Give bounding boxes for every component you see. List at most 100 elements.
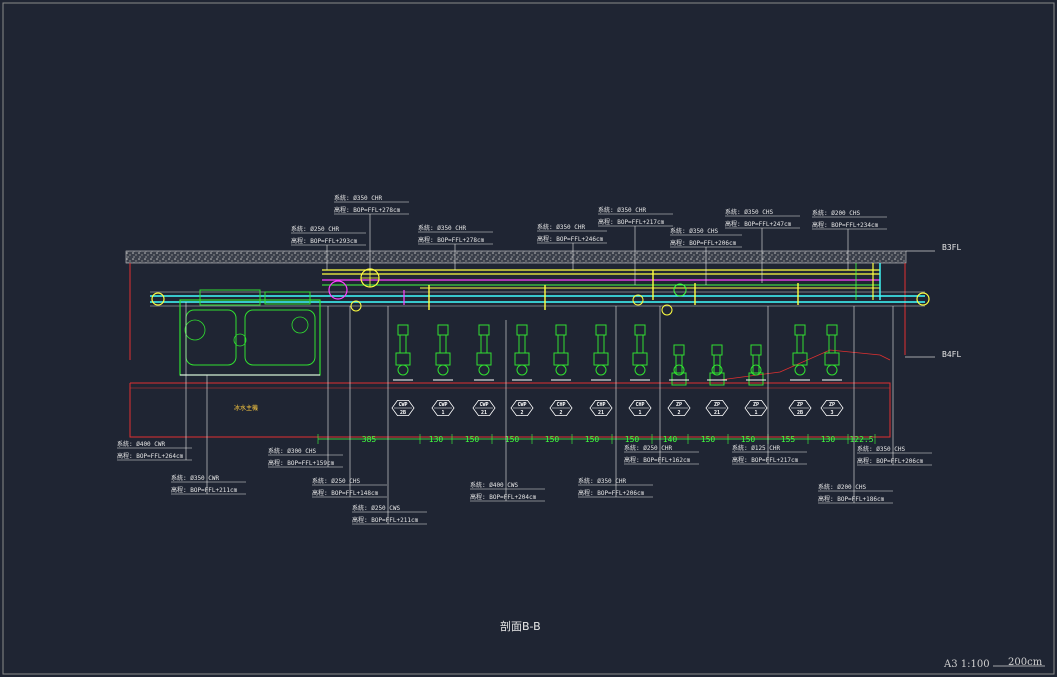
pump-tag-name: ZP xyxy=(829,402,835,408)
pump-unit xyxy=(591,324,611,381)
pump-unit xyxy=(474,324,494,381)
pump-tag-name: ZP xyxy=(753,402,759,408)
pump-tag-number: 2B xyxy=(797,410,803,416)
callout-system: 系統: Ø350 CWR xyxy=(171,474,220,482)
callout-elevation: 高程: BOP=FFL+234cm xyxy=(812,221,879,229)
pipe-callout: 系統: Ø350 CHR 高程: BOP=FFL+217cm xyxy=(598,206,673,285)
pump-unit xyxy=(669,344,689,386)
pump-tag-name: ZP xyxy=(676,402,682,408)
callout-elevation: 高程: BOP=FFL+264cm xyxy=(117,452,184,460)
pump-tag-name: ZP xyxy=(714,402,720,408)
pump-tag-name: ZP xyxy=(797,402,803,408)
callout-elevation: 高程: BOP=FFL+204cm xyxy=(470,493,537,501)
callout-elevation: 高程: BOP=FFL+217cm xyxy=(598,218,665,226)
callout-elevation: 高程: BOP=FFL+162cm xyxy=(624,456,691,464)
pipe-callout: 系統: Ø350 CWR 高程: BOP=FFL+211cm xyxy=(171,375,246,495)
callout-elevation: 高程: BOP=FFL+211cm xyxy=(171,486,238,494)
dimension-value: 122.5 xyxy=(849,435,873,444)
pipe-callout: 系統: Ø350 CHR 高程: BOP=FFL+246cm xyxy=(537,223,607,270)
pipe-callout: 系統: Ø350 CHS 高程: BOP=FFL+206cm xyxy=(670,227,742,285)
callout-system: 系統: Ø350 CHS xyxy=(670,227,719,235)
callout-system: 系統: Ø350 CHR xyxy=(334,194,383,202)
level-label-b4: B4FL xyxy=(942,350,961,359)
callout-system: 系統: Ø350 CHR xyxy=(578,477,627,485)
pump-unit xyxy=(630,324,650,381)
pump-tag-name: CWP xyxy=(479,402,488,408)
dimension-value: 150 xyxy=(465,435,480,444)
pump-unit xyxy=(433,324,453,381)
dimension-value: 130 xyxy=(429,435,444,444)
pump-tag: ZP 3 xyxy=(820,399,844,417)
pump-tag-number: 2 xyxy=(520,410,523,416)
callout-system: 系統: Ø200 CHS xyxy=(818,483,867,491)
callout-elevation: 高程: BOP=FFL+211cm xyxy=(352,516,419,524)
pipe-callout: 系統: Ø250 CHR 高程: BOP=FFL+162cm xyxy=(624,306,699,465)
dimension-value: 155 xyxy=(781,435,796,444)
dimension-value: 150 xyxy=(585,435,600,444)
pump-unit xyxy=(707,344,727,386)
pipe-callout: 系統: Ø350 CHR 高程: BOP=FFL+278cm xyxy=(334,194,409,270)
pipe-callout: 系統: Ø400 CWS 高程: BOP=FFL+204cm xyxy=(470,320,545,502)
pump-tag-number: 2B xyxy=(400,410,406,416)
pump-tag: CWP 2 xyxy=(510,399,534,417)
callout-system: 系統: Ø400 CWS xyxy=(470,481,519,489)
callout-system: 系統: Ø350 CHS xyxy=(857,445,906,453)
pipe-runs xyxy=(150,263,930,316)
pump-unit xyxy=(790,324,810,381)
chiller-units xyxy=(179,289,321,376)
pump-unit xyxy=(746,344,766,386)
pump-unit xyxy=(822,324,842,381)
slope-line xyxy=(719,349,891,381)
callout-system: 系統: Ø350 CHR xyxy=(598,206,647,214)
pump-tag-number: 3 xyxy=(830,410,833,416)
callout-system: 系統: Ø350 CHS xyxy=(725,208,774,216)
callout-elevation: 高程: BOP=FFL+148cm xyxy=(312,489,379,497)
dimension-value: 150 xyxy=(741,435,756,444)
callout-system: 系統: Ø350 CHR xyxy=(537,223,586,231)
pump-unit xyxy=(512,324,532,381)
pipe-callout: 系統: Ø350 CHR 高程: BOP=FFL+278cm xyxy=(418,224,493,270)
scale-label: A3 1:100 xyxy=(943,659,990,670)
pump-unit xyxy=(551,324,571,381)
pump-tag-number: 21 xyxy=(481,410,487,416)
pump-tag: CHP 1 xyxy=(628,399,652,417)
callout-elevation: 高程: BOP=FFL+206cm xyxy=(670,239,737,247)
scale-bar-label: 200cm xyxy=(1008,657,1043,668)
callout-elevation: 高程: BOP=FFL+217cm xyxy=(732,456,799,464)
callout-system: 系統: Ø250 CHR xyxy=(624,444,673,452)
pump-tag-name: CWP xyxy=(398,402,407,408)
pump-tag-number: 2 xyxy=(677,410,680,416)
dimension-value: 150 xyxy=(545,435,560,444)
dimension-value: 150 xyxy=(505,435,520,444)
pump-tag-number: 1 xyxy=(638,410,641,416)
callout-elevation: 高程: BOP=FFL+278cm xyxy=(334,206,401,214)
pump-tag: CWP 21 xyxy=(472,399,496,417)
callouts-top: 系統: Ø350 CHR 高程: BOP=FFL+278cm 系統: Ø250 CH… xyxy=(291,194,887,285)
callout-elevation: 高程: BOP=FFL+278cm xyxy=(418,236,485,244)
level-label-b3: B3FL xyxy=(942,243,961,252)
floor-slab xyxy=(125,250,907,264)
callout-elevation: 高程: BOP=FFL+246cm xyxy=(537,235,604,243)
callout-system: 系統: Ø300 CHS xyxy=(268,447,317,455)
callout-elevation: 高程: BOP=FFL+206cm xyxy=(857,457,924,465)
pump-tag-name: CHP xyxy=(635,402,644,408)
pump-tag-number: 2 xyxy=(559,410,562,416)
dimension-value: 385 xyxy=(362,435,377,444)
callout-system: 系統: Ø250 CHS xyxy=(312,477,361,485)
pump-tag-name: CWP xyxy=(517,402,526,408)
callout-system: 系統: Ø350 CHR xyxy=(418,224,467,232)
pump-unit xyxy=(393,324,413,381)
